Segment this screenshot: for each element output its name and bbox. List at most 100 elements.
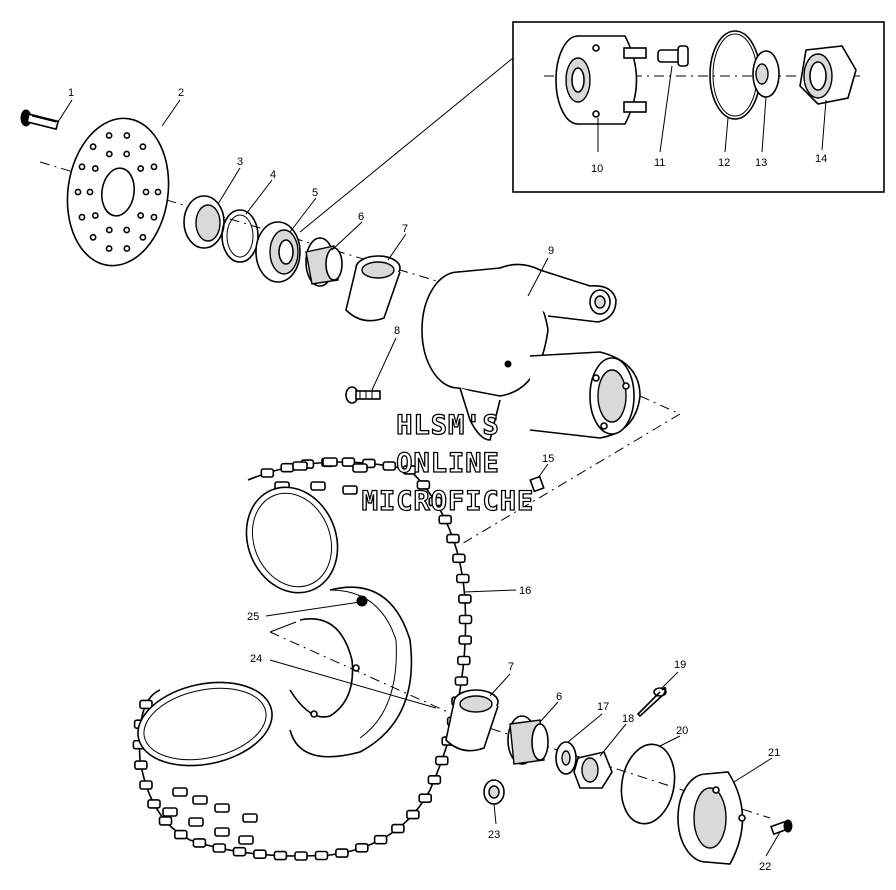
watermark: HLSM'S ONLINE MICROFICHE — [361, 409, 535, 517]
tread-block — [310, 481, 326, 491]
callout-4: 4 — [270, 169, 276, 181]
tread-block — [322, 457, 338, 467]
part-22-screw — [770, 819, 793, 836]
disc-hole — [105, 245, 113, 252]
disc-hole — [123, 226, 131, 234]
disc-hole — [139, 143, 147, 151]
disc-hole — [123, 245, 131, 252]
tread-block — [139, 780, 153, 790]
callout-15: 15 — [542, 453, 554, 465]
tread-block — [452, 553, 466, 564]
callout-5: 5 — [312, 187, 318, 199]
tread-block — [294, 851, 308, 861]
callout-6-upper: 6 — [358, 211, 364, 223]
tread-block — [446, 533, 460, 544]
tread-block — [214, 803, 230, 813]
tread-block — [455, 573, 470, 584]
disc-hole — [123, 150, 131, 158]
part-9-steering-knuckle — [421, 263, 641, 441]
part-16-tire — [132, 457, 473, 861]
tread-block — [139, 699, 153, 710]
part-4-snap-ring — [221, 209, 259, 263]
callout-22: 22 — [759, 861, 771, 873]
upper-centerline — [39, 161, 501, 301]
part-19-cotter-pin — [636, 686, 667, 718]
tread-block — [406, 809, 420, 820]
callout-9: 9 — [548, 245, 554, 257]
part-20-o-ring — [620, 743, 676, 825]
part-23-valve — [483, 779, 505, 805]
disc-hole — [78, 163, 86, 171]
watermark-line-3: MICROFICHE — [362, 486, 535, 517]
tread-block — [214, 827, 230, 837]
callout-7-lower: 7 — [508, 661, 514, 673]
part-18-castle-nut — [573, 751, 613, 789]
part-2-brake-disc — [66, 117, 170, 267]
disc-hole — [142, 188, 150, 196]
callout-8: 8 — [394, 325, 400, 337]
tread-block — [314, 850, 329, 861]
part-17-washer — [555, 741, 577, 775]
callout-24: 24 — [250, 653, 262, 665]
callout-10: 10 — [591, 163, 603, 175]
disc-hole — [89, 233, 97, 241]
tread-block — [335, 848, 349, 858]
callout-23: 23 — [488, 829, 500, 841]
tread-block — [174, 829, 188, 840]
callout-20: 20 — [676, 725, 688, 737]
part-13-washer — [752, 50, 780, 98]
tread-block — [192, 838, 207, 848]
disc-hole — [154, 188, 162, 196]
callout-21: 21 — [768, 747, 780, 759]
tread-block — [280, 462, 295, 473]
tread-block — [232, 846, 247, 857]
tread-block — [458, 614, 473, 625]
part-5-hub — [255, 221, 301, 283]
tread-block — [273, 850, 288, 861]
tread-block — [147, 799, 161, 809]
tread-block — [342, 485, 358, 495]
part-1-bolt — [20, 109, 60, 131]
tread-block — [188, 817, 204, 827]
tread-block — [158, 816, 173, 826]
tread-block — [134, 760, 148, 770]
tread-block — [354, 842, 369, 853]
tread-block — [427, 774, 442, 785]
callout-18: 18 — [622, 713, 634, 725]
tread-block — [458, 635, 473, 645]
callout-2: 2 — [178, 87, 184, 99]
callout-7-upper: 7 — [402, 223, 408, 235]
part-8-bolt — [345, 386, 381, 404]
tread-block — [341, 457, 356, 467]
lower-centerline — [269, 631, 471, 723]
callout-13: 13 — [755, 157, 767, 169]
tread-block — [292, 461, 308, 471]
callout-11: 11 — [654, 157, 665, 169]
watermark-line-2: ONLINE — [396, 448, 500, 479]
callout-16: 16 — [519, 585, 531, 597]
tread-block — [458, 594, 472, 604]
disc-hole — [86, 188, 94, 196]
part-21-hub-cap — [677, 771, 746, 865]
disc-hole — [105, 150, 113, 158]
tread-block — [428, 496, 443, 507]
tread-block — [192, 795, 208, 805]
disc-hole — [74, 188, 82, 196]
disc-hole — [150, 213, 158, 221]
inset-detail-box — [299, 21, 885, 233]
disc-hole — [150, 163, 158, 171]
part-14-nut — [799, 45, 857, 105]
part-6-bearing-upper — [305, 237, 343, 287]
callout-12: 12 — [718, 157, 730, 169]
callout-14: 14 — [815, 153, 827, 165]
disc-hole — [105, 132, 113, 139]
disc-hole — [123, 132, 131, 139]
tread-block — [260, 468, 275, 478]
watermark-line-1: HLSM'S — [396, 410, 500, 441]
disc-hole — [137, 212, 145, 219]
tread-block — [416, 480, 431, 490]
tread-block — [454, 676, 469, 686]
tread-block — [418, 793, 433, 804]
tread-block — [456, 655, 471, 666]
tread-block — [238, 835, 254, 845]
